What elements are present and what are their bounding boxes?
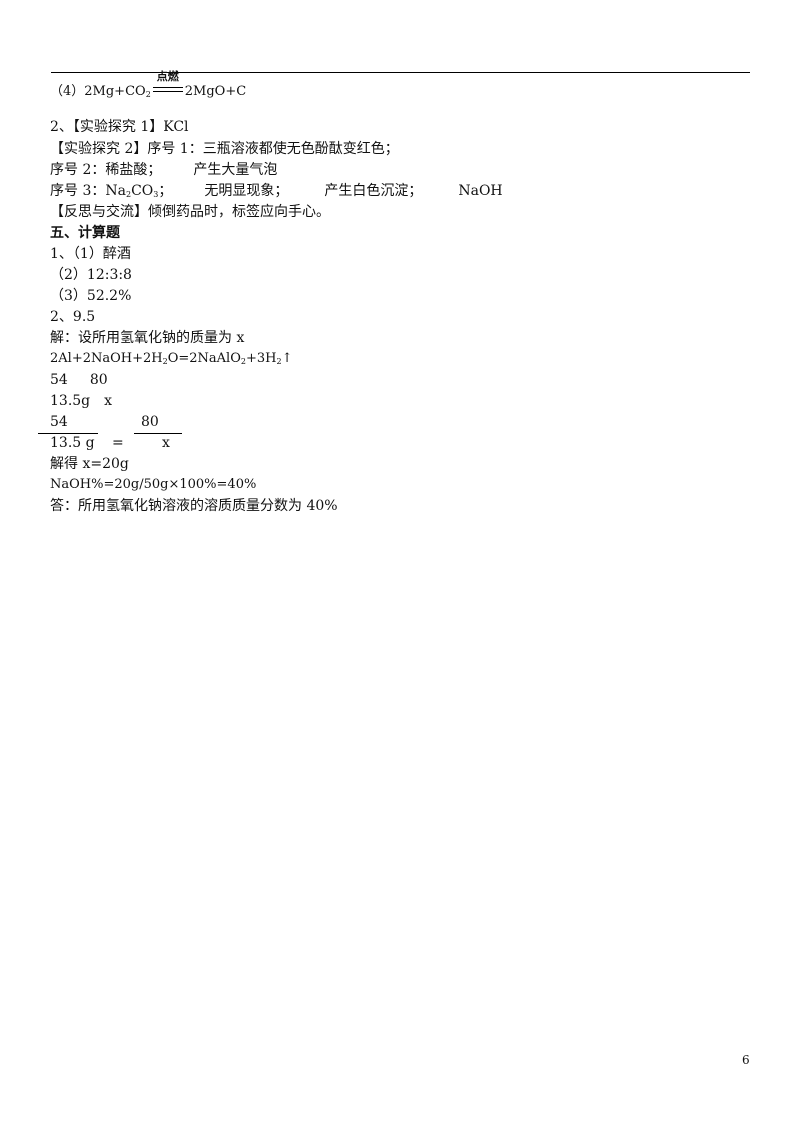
condition-label: 点燃 [156, 70, 179, 83]
fraction-numerator-left: 54 [50, 414, 68, 430]
reflection-line: 【反思与交流】倾倒药品时，标签应向手心。 [50, 204, 330, 220]
sequence-3-label: 序号 3：Na [50, 183, 126, 199]
sequence-2-observation: 产生大量气泡 [193, 162, 278, 178]
sequence-3-conclusion: NaOH [458, 183, 503, 199]
subscript: 2 [276, 357, 282, 366]
sequence-2-reagent: 序号 2：稀盐酸； [50, 162, 162, 178]
fraction-denominator-left: 13.5 g [50, 435, 95, 451]
subscript: 2 [125, 190, 132, 199]
sequence-3-observation-2: 产生白色沉淀； [324, 183, 423, 199]
header-rule [51, 72, 750, 73]
formula-part: CO [131, 183, 154, 199]
ratio-value: 13.5g [50, 393, 91, 409]
sequence-3-line: 序号 3：Na2CO3； 无明显现象； 产生白色沉淀； NaOH [50, 183, 503, 199]
chemical-equation: 2Al+2NaOH+2H2O=2NaAlO2+3H2↑ [50, 351, 292, 367]
equation-part: +3H [245, 351, 277, 366]
fraction-bar-right [134, 433, 182, 434]
percentage-calculation: NaOH%=20g/50g×100%=40% [50, 477, 257, 492]
solution-result: 解得 x=20g [50, 456, 129, 472]
fraction-numerator-right: 80 [141, 414, 159, 430]
equation-product: 2MgO+C [184, 84, 247, 99]
experiment-2-line: 【实验探究 2】序号 1：三瓶溶液都使无色酚酞变红色； [50, 141, 399, 157]
question-1-part-3: （3）52.2% [50, 288, 132, 304]
fraction-bar-left [38, 433, 98, 434]
reaction-bar [152, 87, 183, 92]
ratio-value: 54 [50, 372, 68, 388]
experiment-1-line: 2、【实验探究 1】KCl [50, 119, 189, 135]
section-heading: 五、计算题 [50, 225, 120, 241]
question-1-part-2: （2）12:3:8 [50, 267, 132, 283]
equals-sign: = [112, 435, 124, 451]
subscript: 3 [153, 190, 159, 199]
equation-text: （4）2Mg+CO [50, 84, 146, 99]
ratio-row-1: 54 80 [50, 372, 108, 388]
subscript: 2 [145, 90, 151, 99]
ratio-value: x [104, 393, 113, 409]
ratio-value: 80 [89, 372, 108, 388]
subscript: 2 [240, 357, 246, 366]
gas-arrow: ↑ [281, 351, 293, 366]
equation-part: 2Al+2NaOH+2H [50, 351, 163, 366]
fraction-denominator-right: x [162, 435, 170, 451]
sequence-3-observation-1: 无明显现象； [204, 183, 289, 199]
ratio-row-2: 13.5g x [50, 393, 112, 409]
question-1-part-1: 1、（1）醉酒 [50, 246, 131, 262]
solution-setup: 解：设所用氢氧化钠的质量为 x [50, 330, 245, 346]
subscript: 2 [162, 357, 168, 366]
reaction-condition: 点燃 [152, 71, 183, 100]
equation-part: O=2NaAlO [167, 351, 241, 366]
page-number: 6 [742, 1053, 750, 1067]
final-answer: 答：所用氢氧化钠溶液的溶质质量分数为 40% [50, 498, 338, 514]
question-2-answer: 2、9.5 [50, 309, 96, 325]
punctuation: ； [158, 183, 173, 199]
sequence-2-line: 序号 2：稀盐酸； 产生大量气泡 [50, 162, 277, 178]
equation-line-4: （4）2Mg+CO2 点燃 2MgO+C [50, 71, 247, 100]
